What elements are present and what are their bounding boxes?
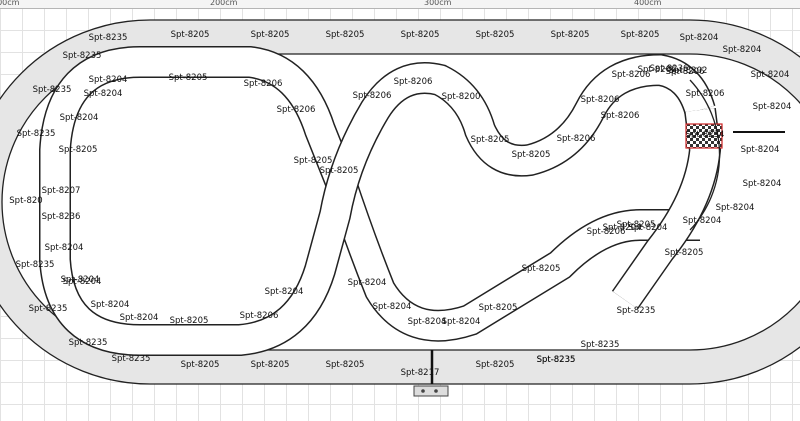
right-link-surface [613, 108, 720, 309]
track-piece-label[interactable]: Spt-8205 [621, 30, 660, 40]
track-piece-label[interactable]: Spt-8204 [629, 223, 668, 233]
outer-track [0, 19, 800, 385]
track-piece-label[interactable]: Spt-8206 [587, 227, 626, 237]
track-piece-label[interactable]: Spt-8235 [69, 338, 108, 348]
track-piece-label[interactable]: Spt-8206 [240, 311, 279, 321]
track-piece-label[interactable]: Spt-8204 [442, 317, 481, 327]
track-piece-label[interactable]: Spt-8204 [751, 70, 790, 80]
track-piece-label[interactable]: Spt-8205 [479, 303, 518, 313]
track-piece-label[interactable]: Spt-8205 [59, 145, 98, 155]
track-piece-label[interactable]: Spt-8204 [680, 33, 719, 43]
ruler-label-300cm: 300cm [424, 0, 452, 7]
figure-eight-surface [40, 47, 714, 355]
track-piece-label[interactable]: Spt-8204 [603, 223, 642, 233]
track-piece-label[interactable]: Spt-8217 [401, 368, 440, 378]
track-piece-label[interactable]: Spt-8205 [512, 150, 551, 160]
track-piece-label[interactable]: Spt-8205 [320, 166, 359, 176]
track-piece-label[interactable]: Spt-8204 [61, 275, 100, 285]
track-piece-label[interactable]: Spt-8206 [557, 134, 596, 144]
track-piece-label[interactable]: Spt-8235 [112, 354, 151, 364]
track-piece-label[interactable]: Spt-8207 [42, 186, 81, 196]
track-piece-label[interactable]: Spt-8204 [265, 287, 304, 297]
track-piece-label[interactable]: Spt-8204 [91, 300, 130, 310]
track-piece-label[interactable]: Spt-8205 [617, 220, 656, 230]
track-piece-label[interactable]: Spt-8204 [741, 145, 780, 155]
track-piece-label[interactable]: Spt-8204 [89, 75, 128, 85]
track-piece-label[interactable]: Spt-8235 [63, 51, 102, 61]
track-piece-label[interactable]: Spt-8235 [537, 355, 576, 365]
horizontal-ruler: 100cm 200cm 300cm 400cm [0, 0, 800, 9]
track-piece-label[interactable]: Spt-8206 [638, 65, 677, 75]
inner-loop [39, 46, 723, 356]
power-base [413, 385, 449, 397]
track-piece-label[interactable]: Spt-8205 [665, 248, 704, 258]
track-piece-label[interactable]: Spt-8206 [353, 91, 392, 101]
track-piece-label[interactable]: Spt-8206 [601, 111, 640, 121]
track-piece-label[interactable]: Spt-8234 [686, 130, 725, 140]
track-piece-label[interactable]: Spt-8204 [63, 277, 102, 287]
track-piece-label[interactable]: Spt-8204 [84, 89, 123, 99]
ruler-label-200cm: 200cm [210, 0, 238, 7]
track-piece-label[interactable]: Spt-8204 [348, 278, 387, 288]
ruler-label-400cm: 400cm [634, 0, 662, 7]
track-piece-label[interactable]: Spt-8204 [753, 102, 792, 112]
track-piece-label[interactable]: Spt-8204 [45, 243, 84, 253]
track-piece-label[interactable]: Spt-8235 [17, 129, 56, 139]
track-piece-label[interactable]: Spt-8205 [251, 30, 290, 40]
track-piece-label[interactable]: Spt-8205 [326, 30, 365, 40]
track-piece-label[interactable]: Spt-8235 [29, 304, 68, 314]
track-piece-label[interactable]: Spt-8206 [244, 79, 283, 89]
track-piece-label[interactable]: Spt-8235 [16, 260, 55, 270]
track-piece-label[interactable]: Spt-8206 [666, 67, 705, 77]
outer-track-inner-edge [1, 53, 800, 351]
power-base-terminal-left [421, 389, 425, 393]
track-piece-label[interactable]: Spt-8205 [401, 30, 440, 40]
track-piece-label[interactable]: Spt-8205 [251, 360, 290, 370]
track-piece-label[interactable]: Spt-8204 [373, 302, 412, 312]
track-piece-label[interactable]: Spt-8235 [537, 355, 576, 365]
track-piece-label[interactable]: Spt-8206 [686, 89, 725, 99]
track-piece-label[interactable]: Spt-8205 [169, 73, 208, 83]
track-piece-label[interactable]: Spt-8204 [743, 179, 782, 189]
track-piece-label[interactable]: Spt-8205 [551, 30, 590, 40]
track-piece-label[interactable]: Spt-8206 [394, 77, 433, 87]
track-piece-label[interactable]: Spt-8206 [277, 105, 316, 115]
track-piece-label[interactable]: Spt-8235 [89, 33, 128, 43]
track-piece-label[interactable]: Spt-8200 [442, 92, 481, 102]
track-piece-label[interactable]: Spt-8205 [294, 156, 333, 166]
track-piece-label[interactable]: Spt-8204 [60, 113, 99, 123]
track-piece-label[interactable]: Spt-8205 [476, 360, 515, 370]
right-loop-inner-arc [689, 79, 721, 231]
track-piece-label[interactable]: Spt-8205 [170, 316, 209, 326]
track-piece-label[interactable]: Spt-8236 [650, 64, 689, 74]
track-piece-label[interactable]: Spt-8235 [33, 85, 72, 95]
track-piece-label[interactable]: Spt-8204 [120, 313, 159, 323]
track-piece-label[interactable]: Spt-8204 [716, 203, 755, 213]
track-piece-label[interactable]: Spt-8205 [522, 264, 561, 274]
track-piece-label[interactable]: Spt-8204 [723, 45, 762, 55]
ruler-label-100cm: 100cm [0, 0, 20, 7]
track-piece-label[interactable]: Spt-8235 [581, 340, 620, 350]
track-piece-label[interactable]: Spt-8204 [683, 216, 722, 226]
track-piece-label[interactable]: Spt-8206 [612, 70, 651, 80]
power-base-terminal-right [434, 389, 438, 393]
track-piece-label[interactable]: Spt-8206 [581, 95, 620, 105]
track-piece-label[interactable]: Spt-8205 [326, 360, 365, 370]
track-piece-label[interactable]: Spt-8204 [408, 317, 447, 327]
inner-loop-surface [140, 47, 700, 341]
track-piece-label[interactable]: Spt-8202 [669, 66, 708, 76]
track-piece-label[interactable]: Spt-8205 [476, 30, 515, 40]
track-piece-label[interactable]: Spt-8205 [471, 135, 510, 145]
track-piece-label[interactable]: Spt-820 [9, 196, 42, 206]
track-piece-label[interactable]: Spt-8205 [181, 360, 220, 370]
track-piece-label[interactable]: Spt-8235 [617, 306, 656, 316]
track-piece-label[interactable]: Spt-8236 [42, 212, 81, 222]
track-piece-label[interactable]: Spt-8205 [171, 30, 210, 40]
